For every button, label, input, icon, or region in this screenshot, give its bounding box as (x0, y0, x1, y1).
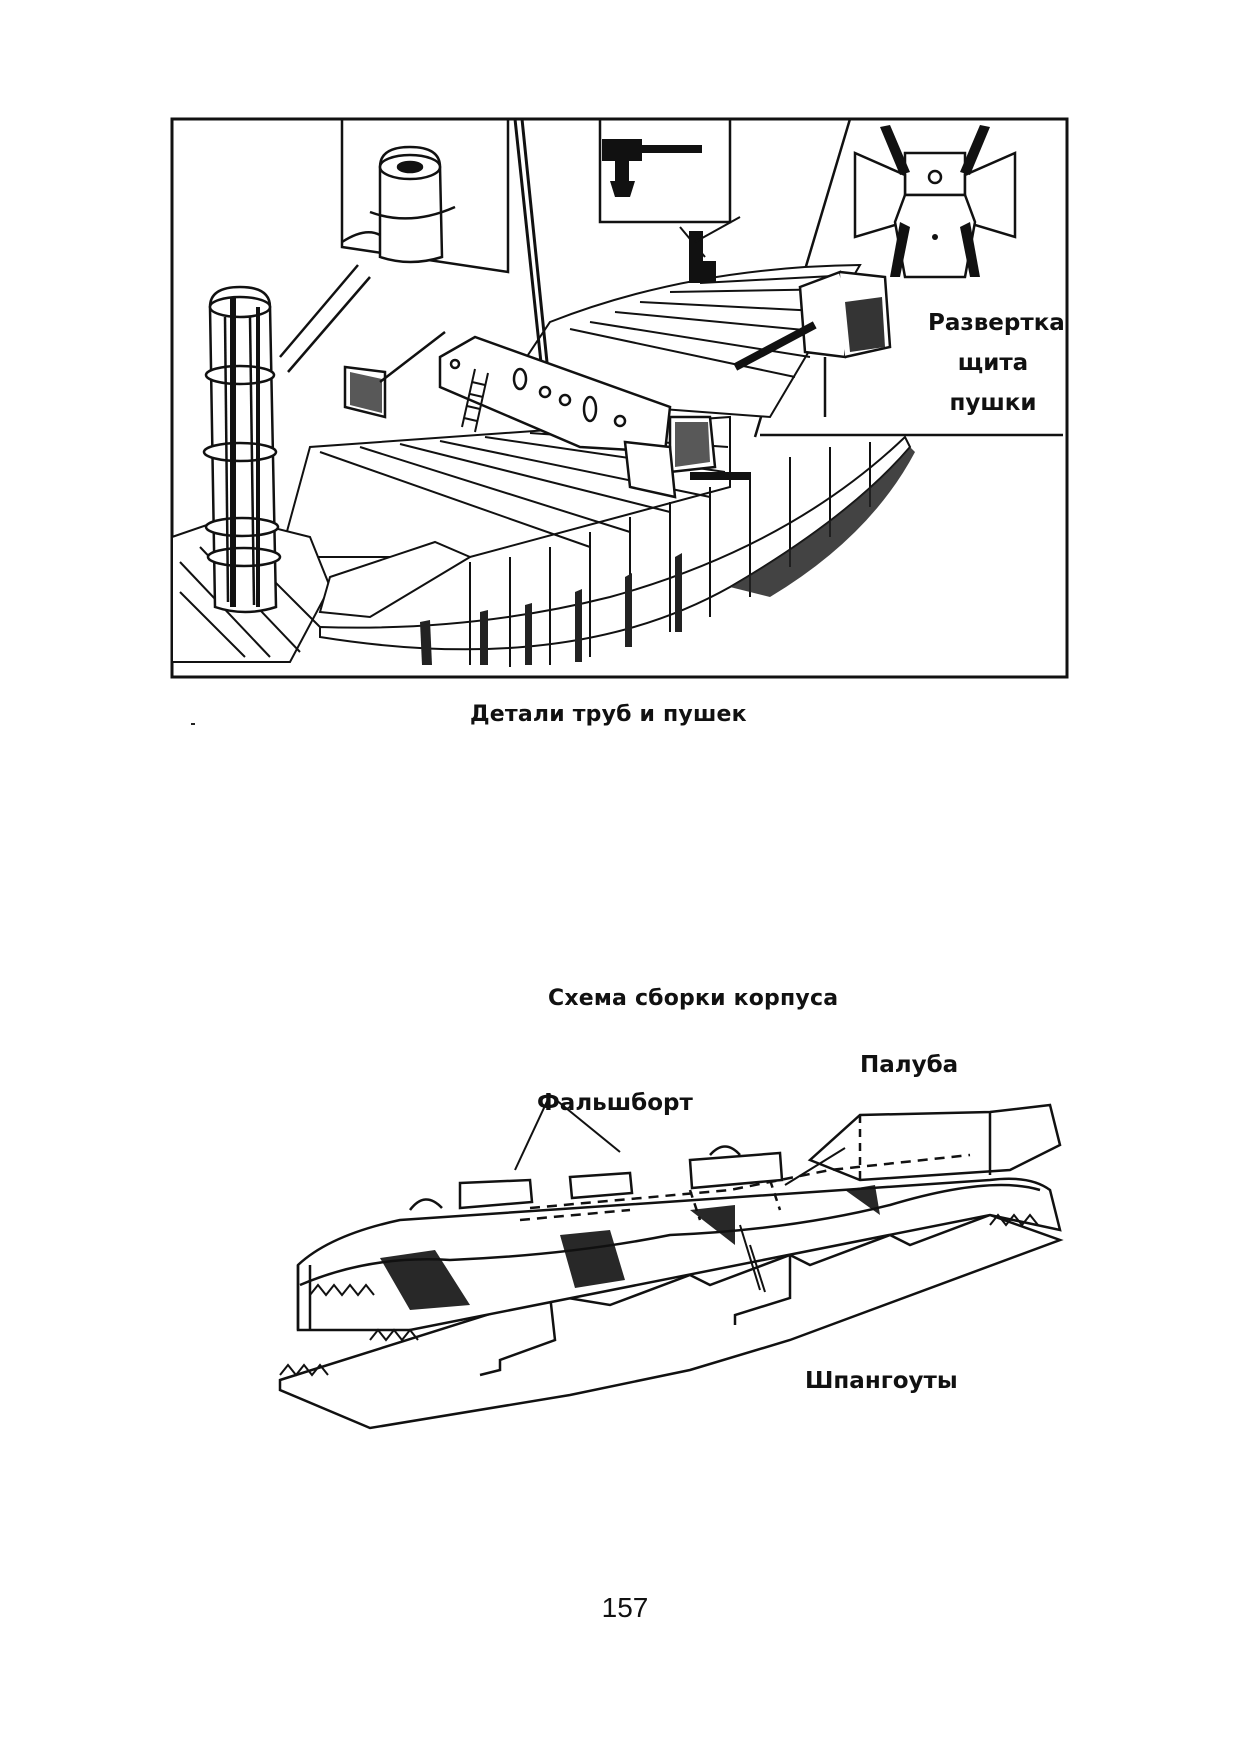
stray-mark (191, 723, 195, 725)
shield-label-line-3: пушки (949, 390, 1037, 416)
shield-label-line-1: Развертка (928, 310, 1065, 336)
frames-label: Шпангоуты (805, 1368, 958, 1394)
deck-label: Палуба (860, 1052, 959, 1078)
bulwark-label: Фальшборт (537, 1090, 693, 1116)
hull-assembly-diagram (278, 1094, 1064, 1430)
shield-unfolding-label: Развертка щита пушки (928, 303, 1065, 423)
figure-2-title: Схема сборки корпуса (548, 986, 839, 1011)
shield-label-line-2: щита (957, 350, 1029, 376)
figure-1-caption: Детали труб и пушек (470, 702, 747, 727)
page-number: 157 (601, 1592, 649, 1623)
ship-details-illustration (170, 117, 1069, 679)
